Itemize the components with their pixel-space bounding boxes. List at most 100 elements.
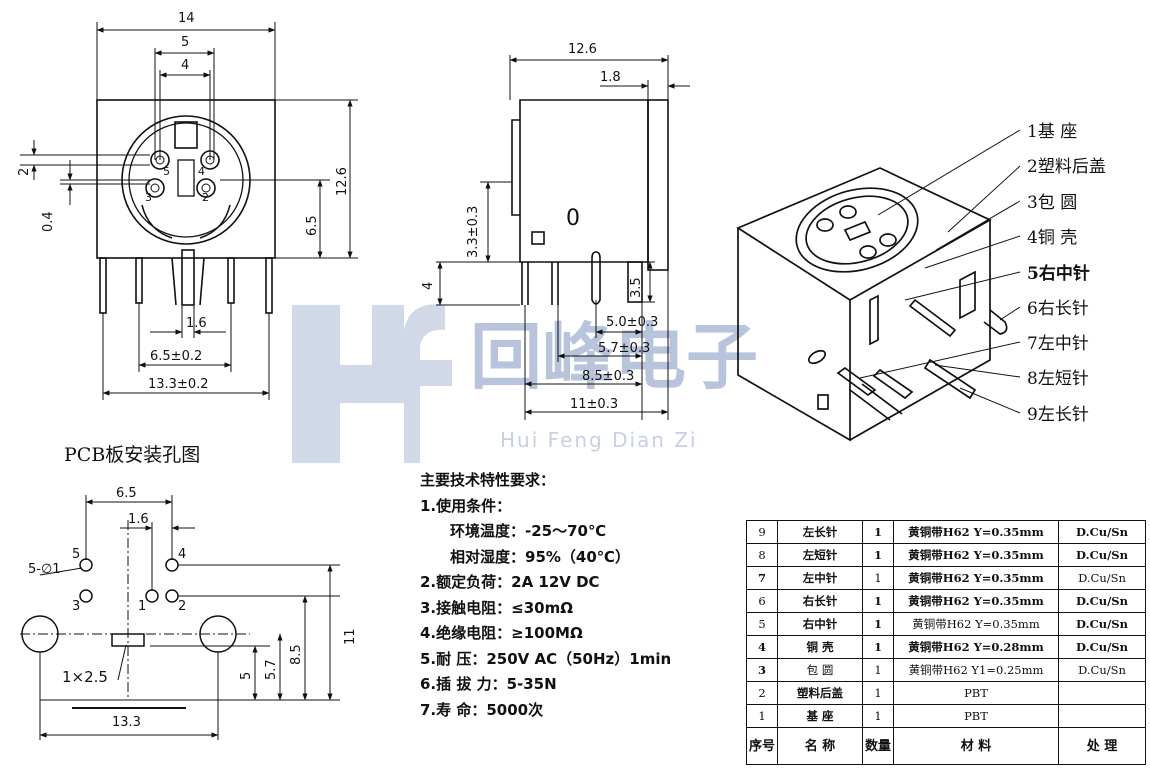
dim-4: 4 [181,58,189,73]
requirement-line: 环境温度：-25～70℃ [450,522,607,540]
cell-name: 基 座 [777,704,863,728]
pcb-pin-4: 4 [178,547,186,562]
cell-seq: 1 [746,704,778,728]
cell-seq: 3 [746,658,778,682]
callout-3: 3包 圆 [1027,193,1077,213]
cell-seq: 4 [746,635,778,659]
cell-seq: 7 [746,566,778,590]
side-dim-12-6: 12.6 [568,42,597,57]
callout-2: 2塑料后盖 [1027,157,1106,177]
cell-material: 黄铜带H62 Y1=0.25mm [893,658,1059,682]
cell-seq: 6 [746,589,778,613]
callout-9: 9左长针 [1027,405,1089,425]
pcb-dim-6-5: 6.5 [116,486,137,501]
cell-seq: 5 [746,612,778,636]
callout-8: 8左短针 [1027,369,1089,389]
table-row: 7 左中针 1 黄铜带H62 Y=0.35mm D.Cu/Sn [746,566,1146,590]
table-row: 3 包 圆 1 黄铜带H62 Y1=0.25mm D.Cu/Sn [746,658,1146,682]
cell-qty: 1 [862,566,894,590]
table-row: 5 右中针 1 黄铜带H62 Y=0.35mm D.Cu/Sn [746,612,1146,636]
side-dim-5-0: 5.0±0.3 [606,315,658,330]
cell-qty: 1 [862,520,894,544]
table-row: 6 右长针 1 黄铜带H62 Y=0.35mm D.Cu/Sn [746,589,1146,613]
callout-4: 4铜 壳 [1027,228,1077,248]
cell-treatment: D.Cu/Sn [1058,566,1146,590]
cell-qty: 1 [862,543,894,567]
pcb-pin-1: 1 [138,599,146,614]
side-dim-11: 11±0.3 [570,397,618,412]
cell-treatment: D.Cu/Sn [1058,635,1146,659]
cell-qty: 1 [862,612,894,636]
cell-material: 黄铜带H62 Y=0.35mm [893,589,1059,613]
cell-name: 塑料后盖 [777,681,863,705]
cell-material: 黄铜带H62 Y=0.35mm [893,520,1059,544]
cell-seq: 2 [746,681,778,705]
pin-label-3: 3 [145,191,152,204]
dim-12-6: 12.6 [335,167,350,196]
requirement-line: 3.接触电阻：≤30mΩ [420,598,573,617]
side-dim-8-5: 8.5±0.3 [582,369,634,384]
cell-qty: 1 [862,658,894,682]
requirement-line: 相对湿度：95%（40℃） [450,547,630,566]
table-row: 8 左短针 1 黄铜带H62 Y=0.35mm D.Cu/Sn [746,543,1146,567]
cell-treatment: D.Cu/Sn [1058,612,1146,636]
callout-6: 6右长针 [1027,299,1089,319]
dim-1-6: 1.6 [186,316,207,331]
requirements-title: 主要技术特性要求： [420,471,556,489]
front-view-labels: 14 5 4 2 0.4 6.5 12.6 1.6 6.5±0.2 13.3±0… [17,11,350,392]
cell-name: 铜 壳 [777,635,863,659]
cell-qty: 1 [862,589,894,613]
pcb-dim-11: 11 [343,628,358,645]
requirement-line: 7.寿 命：5000次 [420,700,544,719]
pcb-pin-5: 5 [72,547,80,562]
cell-material: 黄铜带H62 Y=0.35mm [893,543,1059,567]
pcb-dim-8-5: 8.5 [289,644,304,665]
front-view [20,22,358,400]
requirement-line: 2.额定负荷：2A 12V DC [420,573,600,591]
pcb-pin-3: 3 [72,599,80,614]
header-qty: 数量 [862,727,894,765]
pcb-pin-2: 2 [178,599,186,614]
cell-material: PBT [893,681,1059,705]
cell-qty: 1 [862,635,894,659]
cell-material: 黄铜带H62 Y=0.28mm [893,635,1059,659]
cell-treatment: D.Cu/Sn [1058,658,1146,682]
cell-material: 黄铜带H62 Y=0.35mm [893,566,1059,590]
cell-name: 包 圆 [777,658,863,682]
cell-treatment [1058,704,1146,728]
table-row: 1 基 座 1 PBT [746,704,1146,728]
dim-2: 2 [17,168,32,176]
pin-label-2: 2 [202,191,209,204]
header-seq: 序号 [746,727,778,765]
dim-6-5-tol: 6.5±0.2 [150,349,202,364]
isometric-leaders [859,129,1021,414]
bill-of-materials: 9 左长针 1 黄铜带H62 Y=0.35mm D.Cu/Sn 8 左短针 1 … [746,520,1146,765]
pcb-dim-13-3: 13.3 [112,715,141,730]
cell-name: 左长针 [777,520,863,544]
isometric-view [736,167,1008,442]
header-name: 名 称 [777,727,863,765]
cell-material: 黄铜带H62 Y=0.35mm [893,612,1059,636]
pcb-slot-spec: 1×2.5 [62,668,108,686]
header-material: 材 料 [893,727,1059,765]
cell-name: 右中针 [777,612,863,636]
pcb-hole-spec: 5-∅1 [28,562,61,577]
callout-labels: 1基 座 2塑料后盖 3包 圆 4铜 壳 5右中针 6右长针 7左中针 8左短针… [1027,122,1106,425]
watermark: 回峰电子 Hui Feng Dian Zi [292,304,758,463]
table-header-row: 序号 名 称 数量 材 料 处 理 [746,727,1146,765]
dim-14: 14 [178,11,195,26]
side-dim-3-3: 3.3±0.3 [466,206,481,258]
table-row: 4 铜 壳 1 黄铜带H62 Y=0.28mm D.Cu/Sn [746,635,1146,659]
header-treatment: 处 理 [1058,727,1146,765]
requirement-line: 5.耐 压：250V AC（50Hz）1min [420,649,672,668]
pcb-dim-5: 5 [239,672,254,680]
callout-5: 5右中针 [1027,263,1090,284]
side-view [436,55,690,420]
cell-seq: 8 [746,543,778,567]
dim-5: 5 [181,35,189,50]
cell-name: 右长针 [777,589,863,613]
cell-material: PBT [893,704,1059,728]
cell-name: 左短针 [777,543,863,567]
pcb-labels: 6.5 1.6 5-∅1 5 4 3 1 2 1×2.5 13.3 5 5.7 … [28,486,358,730]
